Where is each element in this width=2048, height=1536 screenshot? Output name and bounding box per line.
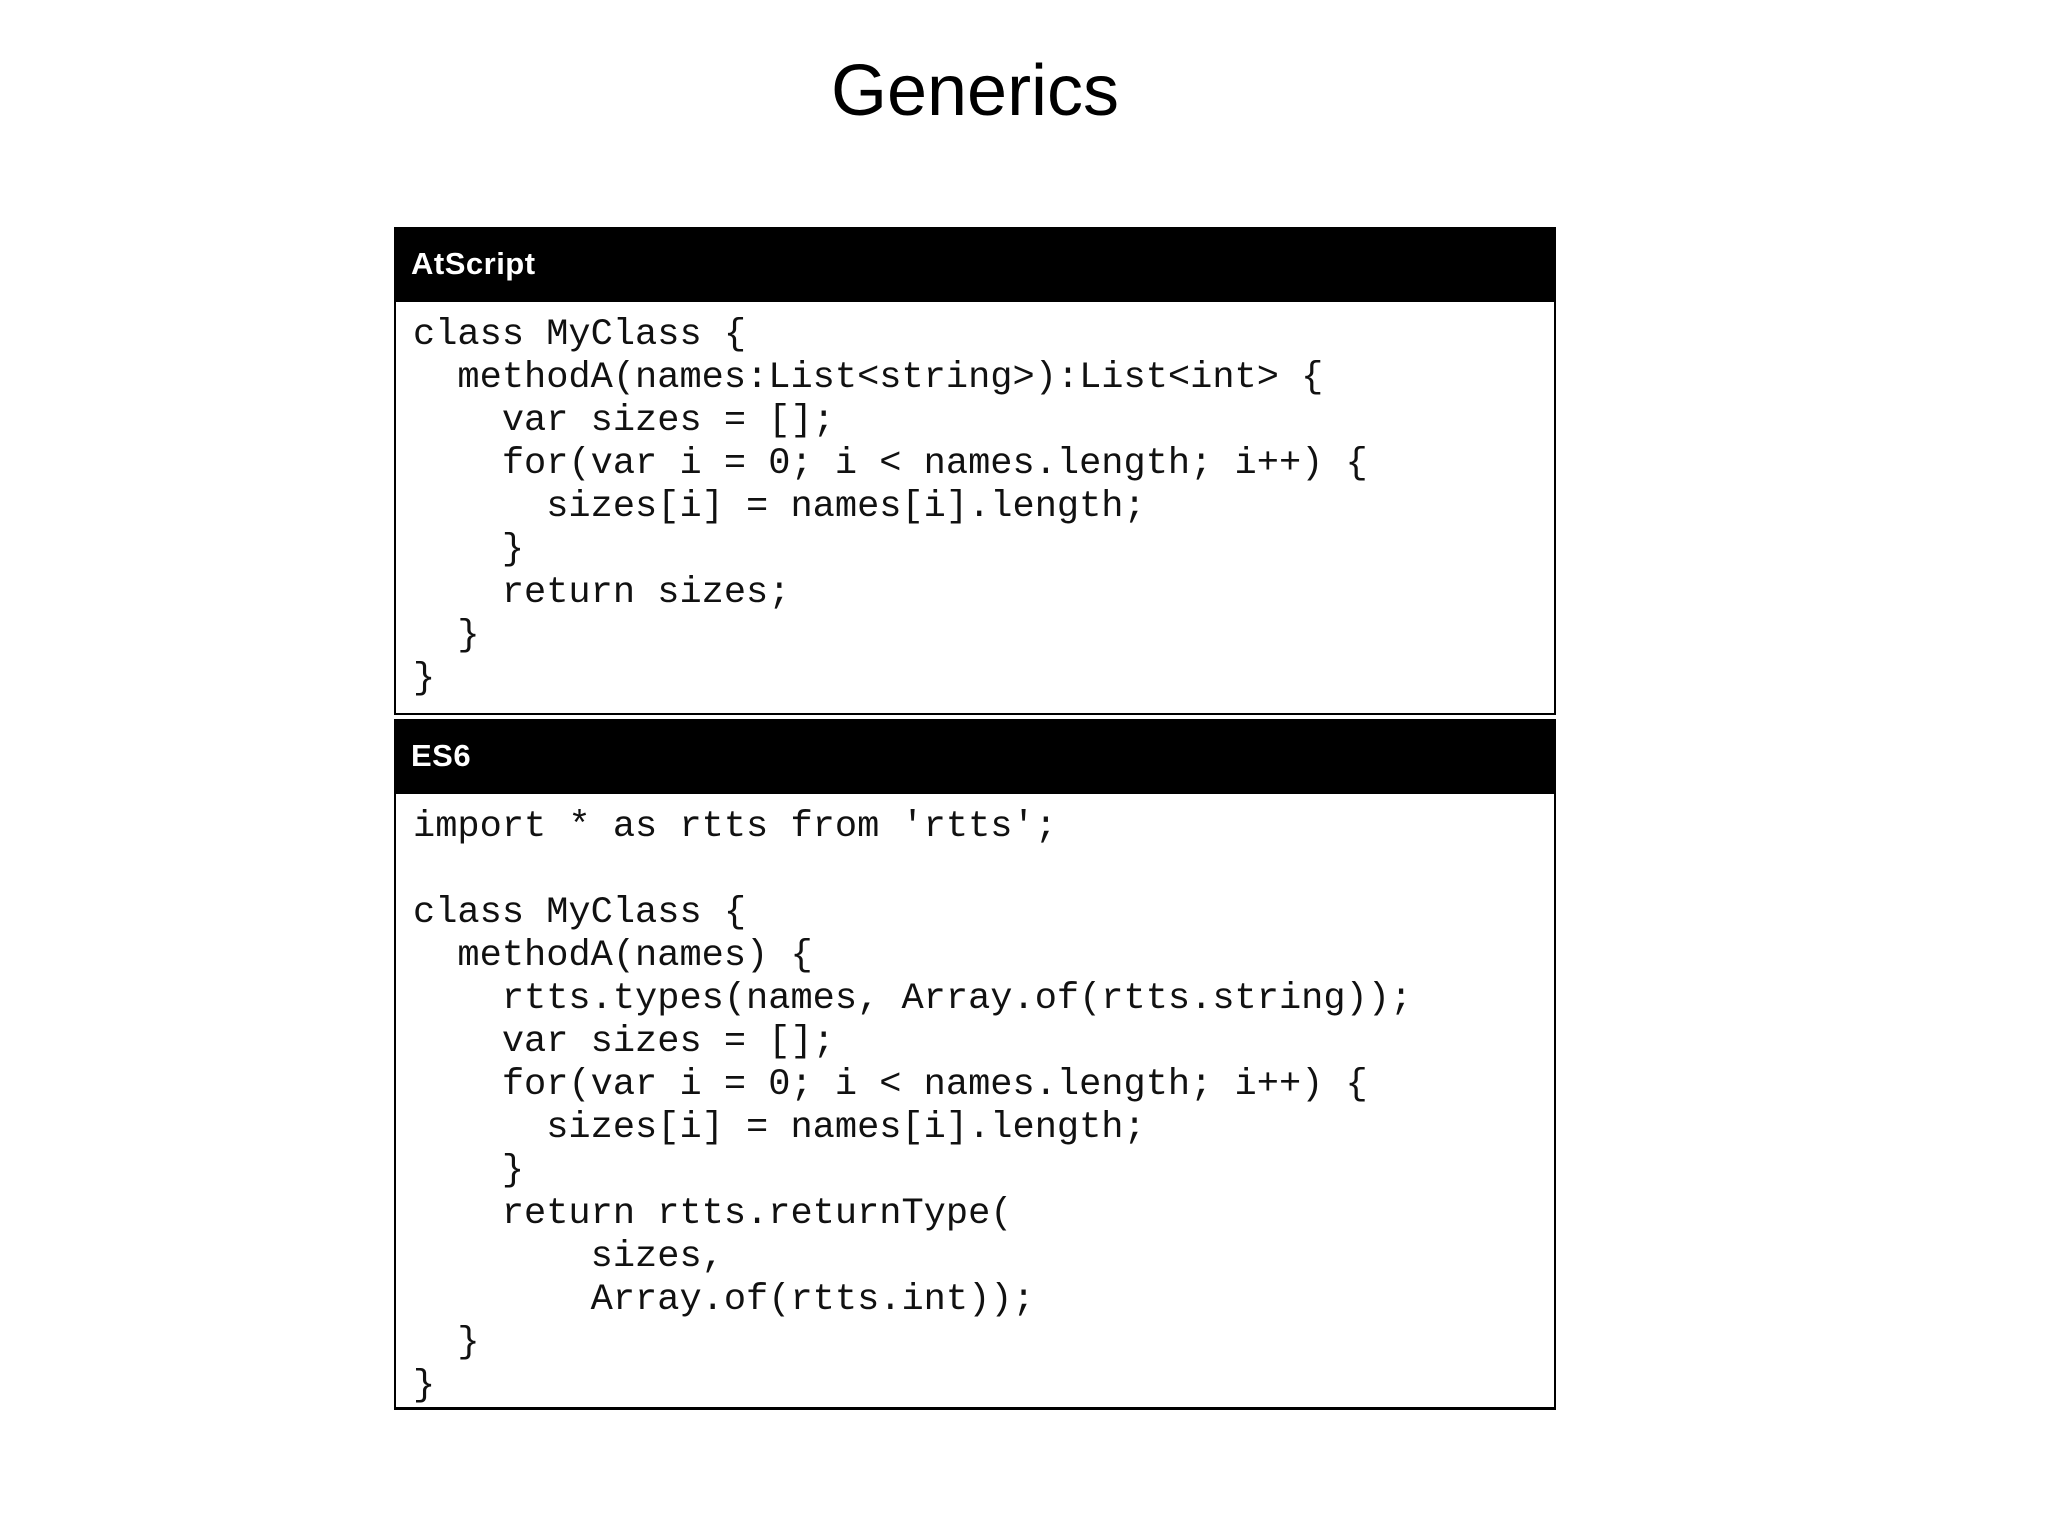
code-line: sizes[i] = names[i].length; — [413, 486, 1146, 528]
code-line — [413, 849, 1554, 892]
panel-es6: ES6 import * as rtts from 'rtts'; class … — [394, 719, 1556, 1410]
code-line: import * as rtts from 'rtts'; — [413, 806, 1057, 848]
code-line: return rtts.returnType( — [413, 1193, 1013, 1235]
code-line: sizes[i] = names[i].length; — [413, 1107, 1146, 1149]
code-line: methodA(names) { — [413, 935, 813, 977]
code-line: sizes, — [413, 1236, 724, 1278]
code-line: } — [413, 1150, 525, 1192]
code-block-es6: import * as rtts from 'rtts'; class MyCl… — [394, 794, 1556, 1410]
panel-atscript: AtScript class MyClass { methodA(names:L… — [394, 227, 1556, 715]
code-line: } — [413, 529, 525, 571]
code-line: class MyClass { — [413, 892, 747, 934]
code-line: rtts.types(names, Array.of(rtts.string))… — [413, 978, 1413, 1020]
code-line: Array.of(rtts.int)); — [413, 1279, 1035, 1321]
code-line: methodA(names:List<string>):List<int> { — [413, 357, 1324, 399]
code-line: } — [413, 1322, 480, 1364]
code-line: var sizes = []; — [413, 400, 835, 442]
code-line: } — [413, 658, 436, 700]
panel-atscript-header-label: AtScript — [394, 227, 1556, 302]
code-line: for(var i = 0; i < names.length; i++) { — [413, 1064, 1368, 1106]
code-line: class MyClass { — [413, 314, 747, 356]
code-line: var sizes = []; — [413, 1021, 835, 1063]
panel-es6-header-label: ES6 — [394, 719, 1556, 794]
code-line: } — [413, 1365, 436, 1407]
code-line: } — [413, 615, 480, 657]
code-line: return sizes; — [413, 572, 791, 614]
code-line: for(var i = 0; i < names.length; i++) { — [413, 443, 1368, 485]
slide-title: Generics — [830, 51, 1120, 131]
code-block-atscript: class MyClass { methodA(names:List<strin… — [394, 302, 1556, 715]
